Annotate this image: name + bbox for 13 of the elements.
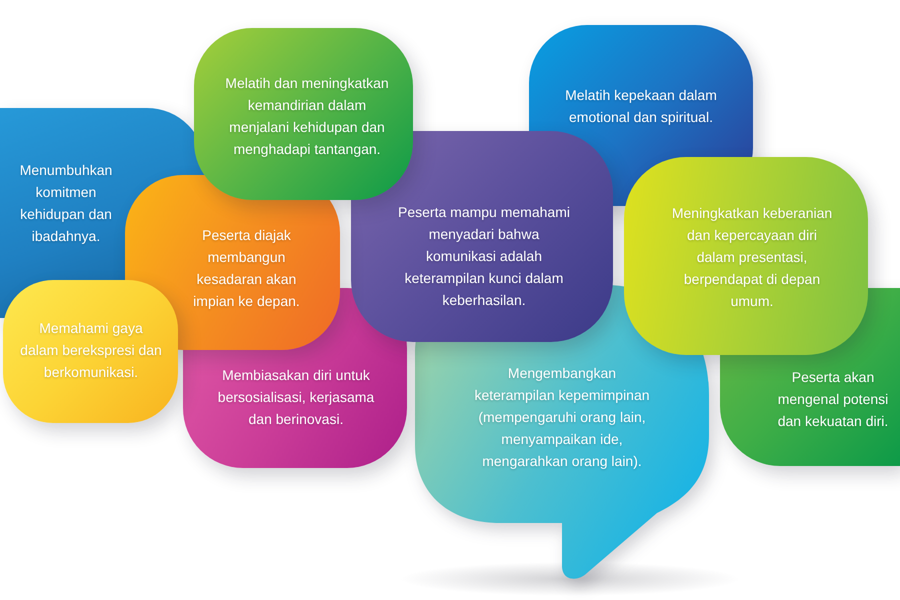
speech-bubble xyxy=(194,28,413,200)
bubble-text: Peserta mampu memahami menyadari bahwa komunikasi adalah keterampilan kunci dalam keberhasilan. xyxy=(397,203,571,310)
bubble-text: Memahami gaya dalam berekspresi dan berkomunikasi. xyxy=(19,319,163,382)
bubble-text: Mengembangkan keterampilan kepemimpinan (mempengaruhi orang lain, menyampaikan ide, mengarahkan orang lain). xyxy=(473,364,651,471)
bubble-text: Peserta akan mengenal potensi dan kekuatan diri. xyxy=(776,368,890,431)
bubble-text: Meningkatkan keberanian dan kepercayaan diri dalam presentasi, berpendapat di depan umum. xyxy=(670,204,834,311)
speech-bubble xyxy=(624,157,868,355)
bubble-text: Melatih dan meningkatkan kemandirian dalam menjalani kehidupan dan menghadapi tantangan. xyxy=(224,74,390,159)
bubble-text: Peserta diajak membangun kesadaran akan impian ke depan. xyxy=(192,226,301,311)
bubble-text: Membiasakan diri untuk bersosialisasi, kerjasama dan berinovasi. xyxy=(216,366,376,429)
speech-bubble xyxy=(3,280,178,423)
bubble-text: Melatih kepekaan dalam emotional dan spiritual. xyxy=(564,86,718,127)
bubble-text: Menumbuhkan komitmen kehidupan dan ibadahnya. xyxy=(18,161,114,246)
